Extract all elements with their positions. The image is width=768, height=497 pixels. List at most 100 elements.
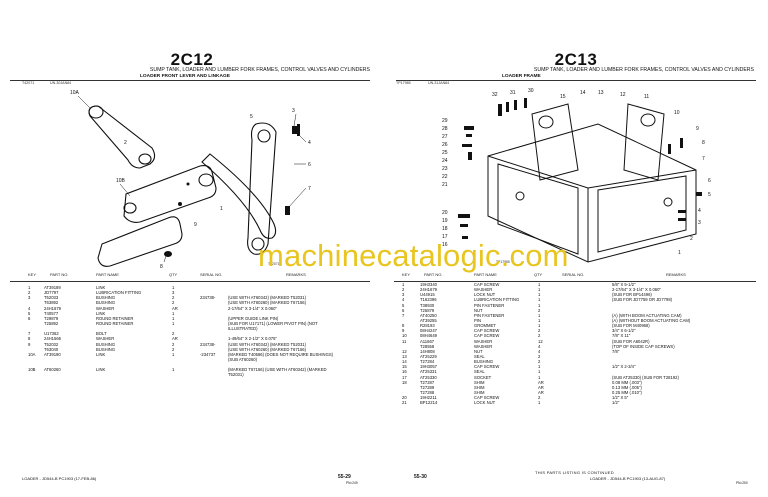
svg-text:20: 20 [442,210,448,216]
cell-qty: 2 [172,346,175,352]
cell-key: 10A [28,351,36,357]
cell-name: SEAL [474,353,485,359]
cell-name: ROUND RETAINER [96,320,134,326]
cell-qty: 1 [172,285,175,290]
cell-key: 1 [402,282,405,287]
cell-remarks: ILLUSTRATED) [228,326,258,332]
cell-key: 20 [402,395,407,401]
cell-name: LOCK NUT [474,400,496,406]
figure-ref: T42071 [22,81,35,85]
cell-remarks: (A) (WITH BOOM ACTUATING CAM) [612,312,682,318]
svg-text:28: 28 [442,126,448,132]
cell-name: LINK [96,285,106,290]
cell-qty: 2 [538,328,541,334]
cell-qty: AR [538,384,544,390]
svg-text:6: 6 [308,162,311,168]
cell-name: SEAL [474,369,485,375]
section-title: LOADER FRONT LEVER AND LINKAGE [140,74,230,79]
svg-text:10A: 10A [70,90,80,96]
cell-name: BUSHING [96,346,116,352]
cell-part: T27289 [420,384,435,390]
cell-qty: 2 [538,395,541,401]
cell-qty: 12 [538,338,543,344]
svg-text:22: 22 [442,174,448,180]
cell-key: 8 [402,323,405,329]
cell-part: 24H1679 [44,305,61,311]
cell-part: 14H808 [420,348,435,354]
cell-part: R28193 [420,323,435,329]
cell-remarks: (USE WITH AT60260) (MARKED T67156) [228,300,307,306]
exploded-diagram-frame: 32 31 30 29 28 27 26 25 24 23 22 21 20 1… [428,84,728,264]
cell-part: T52033 [44,295,59,301]
svg-text:29: 29 [442,118,448,124]
cell-qty: 2 [538,353,541,359]
cell-name: BUSHING [96,295,116,301]
cell-part: T38930 [420,302,435,308]
cell-serial: 234738- [200,295,216,301]
cell-remarks: 7/8" [612,348,620,354]
col-serial: SERIAL NO. [200,272,223,277]
cell-part: 24H1566 [44,336,61,342]
cell-key: 7 [402,312,405,318]
cell-part: U44915 [420,292,435,298]
cell-qty: 2 [172,295,175,301]
cell-part: T29879 [44,315,59,321]
cell-name: PIN [474,317,481,323]
svg-text:5: 5 [708,192,711,198]
cell-part: AT40250 [420,312,437,318]
cell-remarks: 2-17/64" X 3-1/4" X 0.060" [612,287,661,293]
cell-qty: 1 [538,292,541,298]
link-10a [88,105,156,169]
cell-part: AT25331 [420,369,437,375]
cell-remarks: (SUB FOR M40968) [612,323,650,329]
cell-key: 11 [402,338,407,344]
col-name: PART NAME [474,272,497,277]
cell-remarks: (MARKED T40586) (DOES NOT REQUIRE BUSHIN… [228,351,334,357]
svg-text:21: 21 [442,182,448,188]
cell-qty: 3 [172,290,175,296]
linkage-drawing: 10A 2 10B 3 4 6 7 5 1 8 9 [70,90,311,269]
svg-text:14: 14 [580,90,586,96]
cell-part: T27288 [420,389,435,395]
figure-code: TP17985 [496,260,510,264]
cell-qty: 1 [172,320,175,326]
watermark: machinecatalogic.com [258,238,569,273]
cell-name: LINK [96,367,106,373]
cell-remarks: 2-17/64" X 3-1/4" X 0.060" [228,305,277,311]
cell-key: 5 [402,302,405,308]
cell-qty: 2 [538,307,541,313]
cell-key: 9 [402,328,405,334]
cell-key: 2 [28,290,31,296]
svg-text:31: 31 [510,90,516,96]
table-divider [394,281,756,282]
cell-part: 08H4649 [420,333,437,339]
cell-key: 16 [402,369,407,375]
cell-part: T27287 [420,379,435,385]
cell-remarks: 7/8" X 11" [612,333,631,339]
svg-text:1: 1 [678,250,681,256]
table-divider [10,281,370,282]
cell-qty: AR [172,305,178,311]
table-row: ILLUSTRATED) [0,326,384,331]
cell-qty: 2 [172,300,175,306]
cell-name: BUSHING [96,300,116,306]
cell-name: BUSHING [474,359,494,365]
cell-remarks: (USE WITH AT60260) (MARKED T67156) [228,346,307,352]
cell-name: NUT [474,348,483,354]
